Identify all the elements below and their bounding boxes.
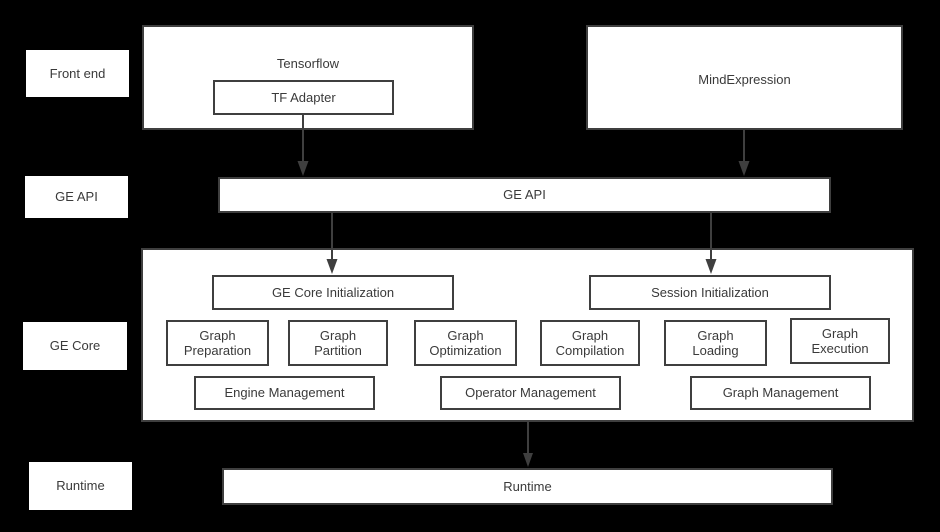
runtime-bar[interactable]: Runtime	[222, 468, 833, 505]
module-graph-preparation[interactable]: Graph Preparation	[166, 320, 269, 366]
session-initialization-box[interactable]: Session Initialization	[589, 275, 831, 310]
module-graph-partition[interactable]: Graph Partition	[288, 320, 388, 366]
management-operator[interactable]: Operator Management	[440, 376, 621, 410]
arrow-ge-core-to-runtime	[520, 422, 536, 468]
mindexpression-label: MindExpression	[698, 72, 791, 87]
tf-adapter-box[interactable]: TF Adapter	[213, 80, 394, 115]
arrow-tf-adapter-to-ge-api	[295, 113, 311, 177]
ge-api-bar[interactable]: GE API	[218, 177, 831, 213]
ge-api-bar-label: GE API	[503, 187, 546, 203]
runtime-bar-label: Runtime	[503, 478, 552, 494]
management-operator-label: Operator Management	[465, 385, 596, 401]
management-engine[interactable]: Engine Management	[194, 376, 375, 410]
layer-label-runtime-text: Runtime	[56, 478, 105, 494]
management-engine-label: Engine Management	[224, 385, 345, 401]
tf-adapter-label: TF Adapter	[271, 89, 336, 105]
management-graph-label: Graph Management	[722, 385, 839, 401]
module-graph-optimization[interactable]: Graph Optimization	[414, 320, 517, 366]
module-graph-preparation-label: Graph Preparation	[183, 327, 252, 358]
session-initialization-label: Session Initialization	[651, 284, 769, 300]
layer-label-front-end-text: Front end	[49, 65, 106, 81]
layer-label-front-end: Front end	[26, 50, 129, 97]
ge-core-initialization-label: GE Core Initialization	[271, 284, 395, 300]
layer-label-ge-core: GE Core	[23, 322, 127, 370]
layer-label-ge-api: GE API	[25, 176, 128, 218]
mindexpression-container: MindExpression	[586, 25, 903, 130]
layer-label-ge-core-text: GE Core	[49, 338, 101, 354]
tensorflow-label: Tensorflow	[276, 56, 340, 71]
ge-core-initialization-box[interactable]: GE Core Initialization	[212, 275, 454, 310]
module-graph-execution-label: Graph Execution	[811, 325, 869, 356]
module-graph-optimization-label: Graph Optimization	[429, 327, 502, 358]
arrow-ge-api-to-session-initialization	[703, 213, 719, 275]
module-graph-execution[interactable]: Graph Execution	[790, 318, 890, 364]
arrow-ge-api-to-ge-core-initialization	[324, 213, 340, 275]
management-graph[interactable]: Graph Management	[690, 376, 871, 410]
module-graph-compilation[interactable]: Graph Compilation	[540, 320, 640, 366]
layer-label-ge-api-text: GE API	[55, 189, 98, 205]
module-graph-loading-label: Graph Loading	[692, 327, 739, 358]
module-graph-loading[interactable]: Graph Loading	[664, 320, 767, 366]
layer-label-runtime: Runtime	[29, 462, 132, 510]
module-graph-partition-label: Graph Partition	[314, 327, 362, 358]
module-graph-compilation-label: Graph Compilation	[555, 327, 625, 358]
arrow-mindexpression-to-ge-api	[736, 130, 752, 177]
